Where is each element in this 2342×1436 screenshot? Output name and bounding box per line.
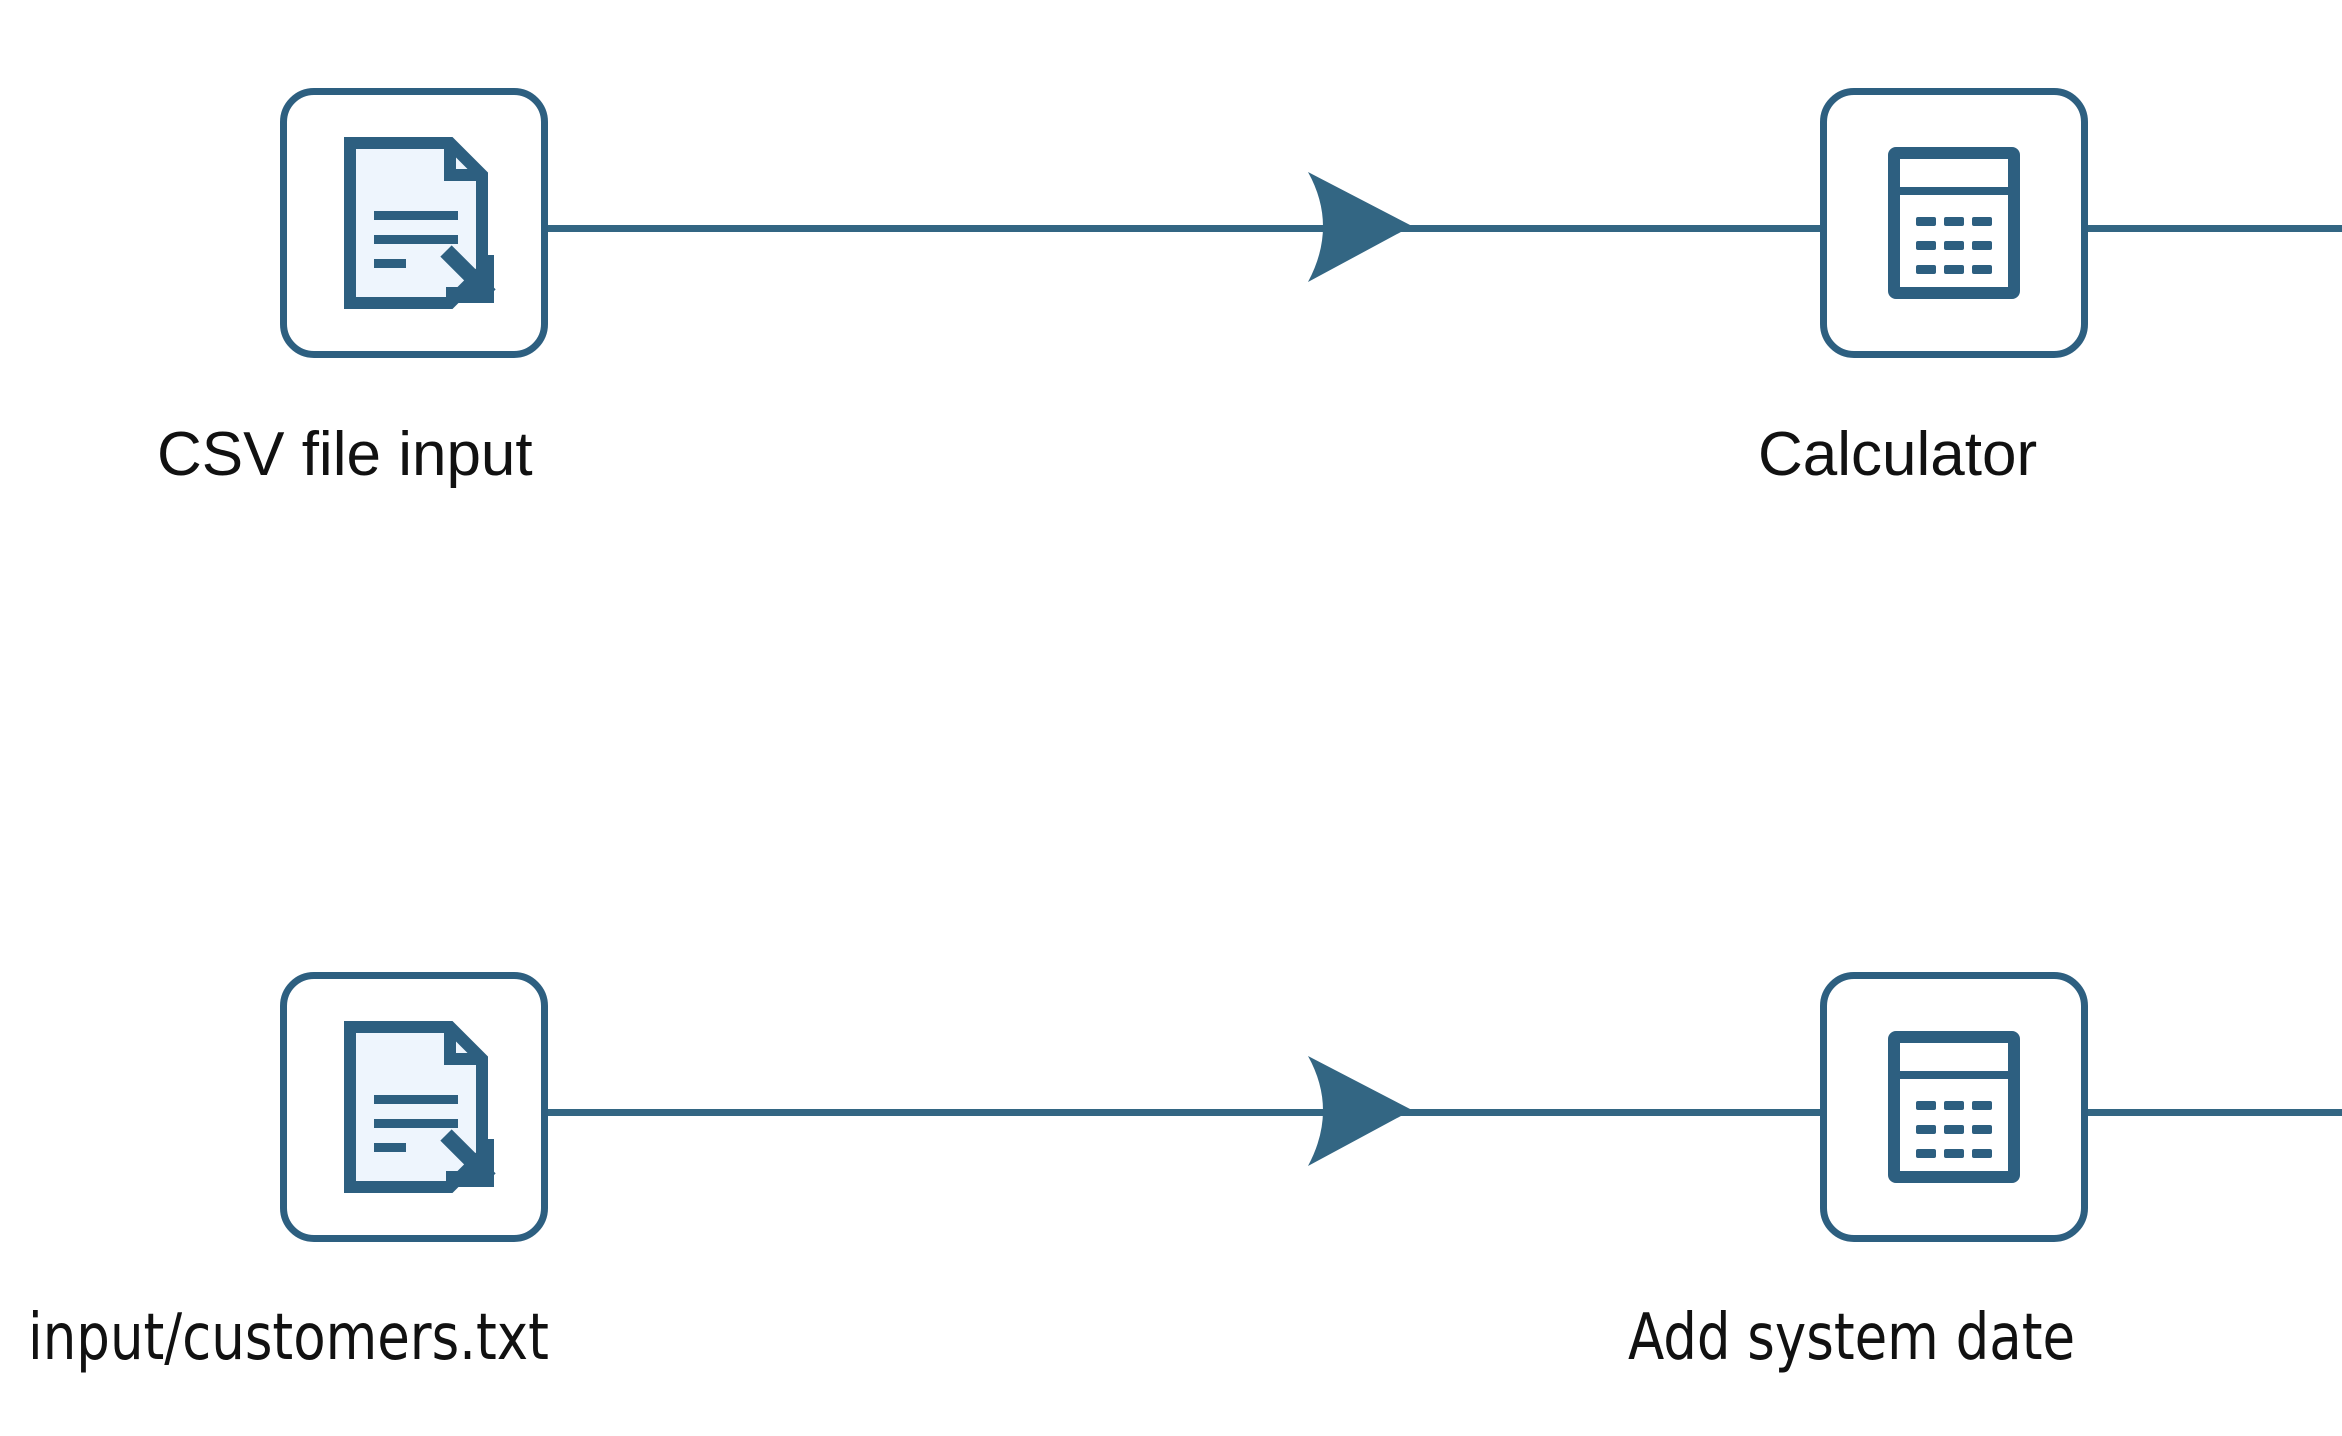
flow-row-top: CSV file input Calculator	[0, 0, 2342, 560]
node-label-input-customers-txt: input/customers.txt	[28, 1301, 549, 1375]
connector-bottom-2[interactable]	[2086, 1109, 2342, 1116]
document-download-icon	[344, 137, 496, 309]
calculator-icon	[1888, 1031, 2020, 1183]
connector-bottom-1[interactable]	[548, 1109, 1828, 1116]
arrow-right-icon	[1308, 172, 1412, 282]
node-label-add-system-date: Add system date	[1628, 1301, 2076, 1375]
node-csv-file-input[interactable]	[280, 88, 548, 358]
arrow-right-icon	[1308, 1056, 1412, 1166]
node-input-customers-txt[interactable]	[280, 972, 548, 1242]
connector-top-1[interactable]	[548, 225, 1828, 232]
document-download-icon	[344, 1021, 496, 1193]
node-label-calculator: Calculator	[1758, 420, 2038, 489]
node-label-csv-file-input: CSV file input	[157, 420, 533, 489]
flow-row-bottom: input/customers.txt Add system date	[0, 876, 2342, 1436]
connector-top-2[interactable]	[2086, 225, 2342, 232]
node-add-system-date[interactable]	[1820, 972, 2088, 1242]
calculator-icon	[1888, 147, 2020, 299]
node-calculator[interactable]	[1820, 88, 2088, 358]
